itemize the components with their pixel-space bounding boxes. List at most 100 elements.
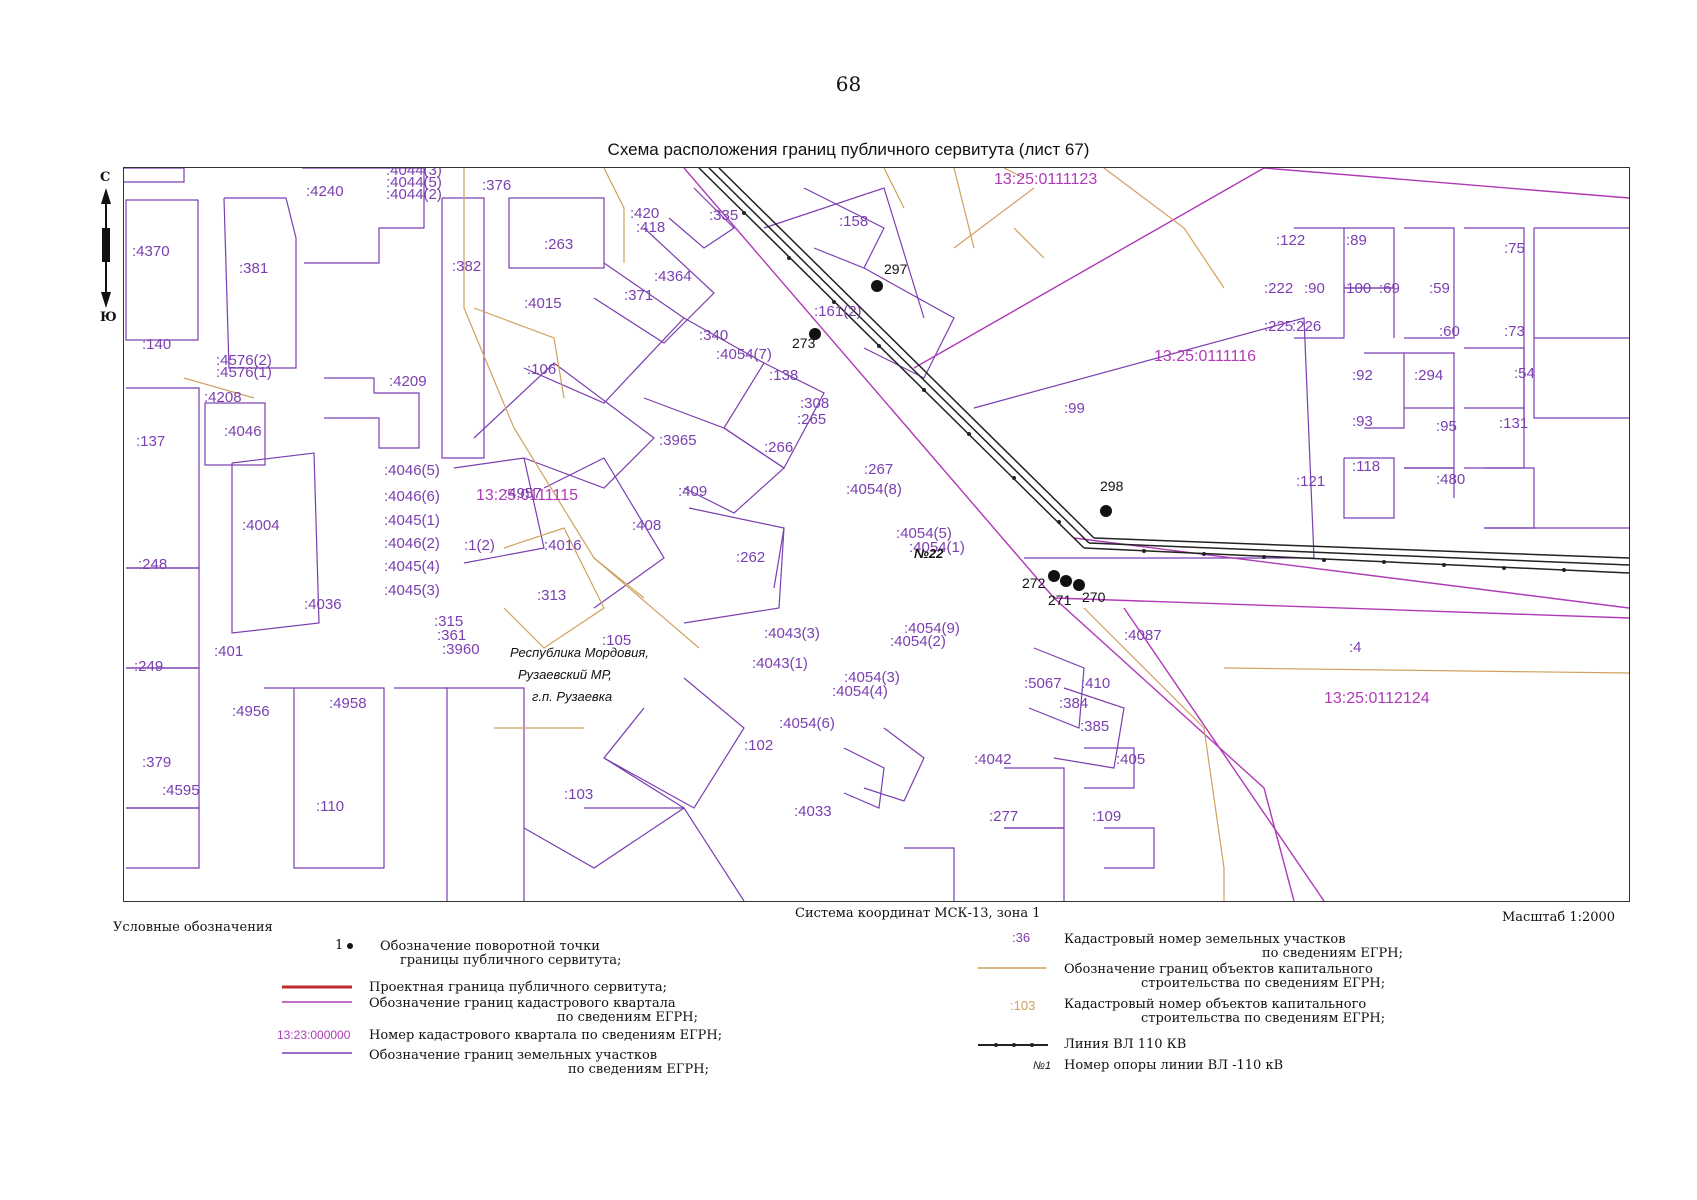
parcel-label: :4364 <box>654 268 692 285</box>
parcel-label: :225 <box>1264 318 1293 335</box>
admin-label: Республика Мордовия, Рузаевский МР, г.п.… <box>510 645 649 704</box>
parcel-label: :54 <box>1514 365 1535 382</box>
parcel-label: :405 <box>1116 751 1145 768</box>
parcel-label: :4054(7) <box>716 346 772 363</box>
parcel-label: :138 <box>769 367 798 384</box>
parcel-label: :3965 <box>659 432 697 449</box>
parcel-label: :95 <box>1436 418 1457 435</box>
parcel-label: :102 <box>744 737 773 754</box>
parcel-boundaries <box>124 168 1629 901</box>
parcel-label: :4240 <box>306 183 344 200</box>
parcel-label: :4054(8) <box>846 481 902 498</box>
legend-point-text: Обозначение поворотной точки <box>380 939 600 954</box>
parcel-label: :4595 <box>162 782 200 799</box>
parcel-label: :4044(3) <box>386 168 442 179</box>
parcel-label: :69 <box>1379 280 1400 297</box>
parcel-label: :75 <box>1504 240 1525 257</box>
quarter-boundaries <box>683 168 1629 901</box>
legend-title: Условные обозначения <box>113 920 273 935</box>
point-label-273: 273 <box>792 335 816 351</box>
parcel-label: :4208 <box>204 389 242 406</box>
parcel-label: :100 <box>1342 280 1371 297</box>
map-canvas[interactable]: 297 273 298 272 271 270 13:25:0111123 13… <box>124 168 1629 901</box>
parcel-label: :4033 <box>794 803 832 820</box>
pole-label: №22 <box>914 546 944 561</box>
parcel-label: :4054(2) <box>890 633 946 650</box>
legend-power-line-symbol <box>978 1043 1048 1047</box>
legend-building-number-text: Кадастровый номер объектов капитального <box>1064 997 1367 1012</box>
parcel-label: :4957 <box>504 485 542 502</box>
legend-quarter-number-symbol: 13:23:000000 <box>277 1028 351 1042</box>
power-line-nodes <box>742 211 1566 572</box>
parcel-label: :265 <box>797 411 826 428</box>
parcel-label: :4004 <box>242 517 280 534</box>
parcel-label: :93 <box>1352 413 1373 430</box>
parcel-label: :381 <box>239 260 268 277</box>
parcel-label: :4054(1) <box>909 539 965 556</box>
parcel-label: :103 <box>564 786 593 803</box>
legend-quarter-border-symbol <box>282 1001 352 1003</box>
parcel-label: :249 <box>134 658 163 675</box>
parcel-label: :90 <box>1304 280 1325 297</box>
quarter-label: 13:25:0111115 <box>476 487 578 504</box>
parcel-label: :385 <box>1080 718 1109 735</box>
parcel-label: :4015 <box>524 295 562 312</box>
turning-point-labels: 297 273 298 272 271 270 <box>792 261 1124 608</box>
legend-point-symbol: 1 <box>335 938 354 953</box>
map-area[interactable]: 297 273 298 272 271 270 13:25:0111123 13… <box>123 167 1630 902</box>
quarter-labels: 13:25:0111123 13:25:0111116 13:25:011212… <box>476 171 1430 707</box>
parcel-label: :222 <box>1264 280 1293 297</box>
turning-points <box>809 280 1112 591</box>
point-label-297: 297 <box>884 261 908 277</box>
parcel-label: :4054(9) <box>904 620 960 637</box>
parcel-label: :73 <box>1504 323 1525 340</box>
turning-point-298 <box>1100 505 1112 517</box>
north-arrow: С Ю <box>96 170 126 330</box>
parcel-label: :4576(2) <box>216 352 272 369</box>
parcel-label: :294 <box>1414 367 1443 384</box>
legend-parcel-border-text: Обозначение границ земельных участков <box>369 1048 658 1063</box>
parcel-label: :92 <box>1352 367 1373 384</box>
point-label-271: 271 <box>1048 592 1072 608</box>
compass-south-label: Ю <box>100 310 117 325</box>
legend-building-border-symbol <box>978 967 1046 969</box>
parcel-label: :361 <box>437 627 466 644</box>
parcel-label: :4956 <box>232 703 270 720</box>
point-label-270: 270 <box>1082 589 1106 605</box>
legend-quarter-border-text2: по сведениям ЕГРН; <box>557 1010 698 1025</box>
parcel-label: :5067 <box>1024 675 1062 692</box>
parcel-label: :335 <box>709 207 738 224</box>
north-arrow-icon <box>101 188 111 308</box>
legend-project-border-text: Проектная граница публичного сервитута; <box>369 980 668 995</box>
parcel-label: :4043(3) <box>764 625 820 642</box>
parcel-label: :4045(4) <box>384 558 440 575</box>
legend-project-border-symbol <box>282 985 352 989</box>
parcel-label: :161(2) <box>814 303 862 320</box>
parcel-label: :89 <box>1346 232 1367 249</box>
parcel-label: :4054(4) <box>832 683 888 700</box>
turning-point-272 <box>1048 570 1060 582</box>
turning-point-271 <box>1060 575 1072 587</box>
turning-point-297 <box>871 280 883 292</box>
parcel-label: :266 <box>764 439 793 456</box>
parcel-label: :4044(5) <box>386 174 442 191</box>
building-boundaries <box>183 168 1629 901</box>
parcel-label: :379 <box>142 754 171 771</box>
parcel-label: :376 <box>482 177 511 194</box>
parcel-label: :4016 <box>544 537 582 554</box>
quarter-label: 13:25:0111123 <box>994 171 1097 188</box>
parcel-label: :418 <box>636 219 665 236</box>
parcel-label: :267 <box>864 461 893 478</box>
legend-building-number-symbol: :103 <box>1010 998 1036 1013</box>
parcel-label: :59 <box>1429 280 1450 297</box>
legend-building-border-text2: строительства по сведениям ЕГРН; <box>1141 976 1386 991</box>
coord-system: Система координат МСК-13, зона 1 <box>795 906 1041 921</box>
parcel-label: :4370 <box>132 243 170 260</box>
parcel-label: :226 <box>1292 318 1321 335</box>
parcel-label: :313 <box>537 587 566 604</box>
parcel-label: :4054(6) <box>779 715 835 732</box>
power-line-110kv <box>698 168 1629 574</box>
parcel-label: :1(2) <box>464 537 495 554</box>
turning-point-273 <box>809 328 821 340</box>
parcel-label: :401 <box>214 643 243 660</box>
